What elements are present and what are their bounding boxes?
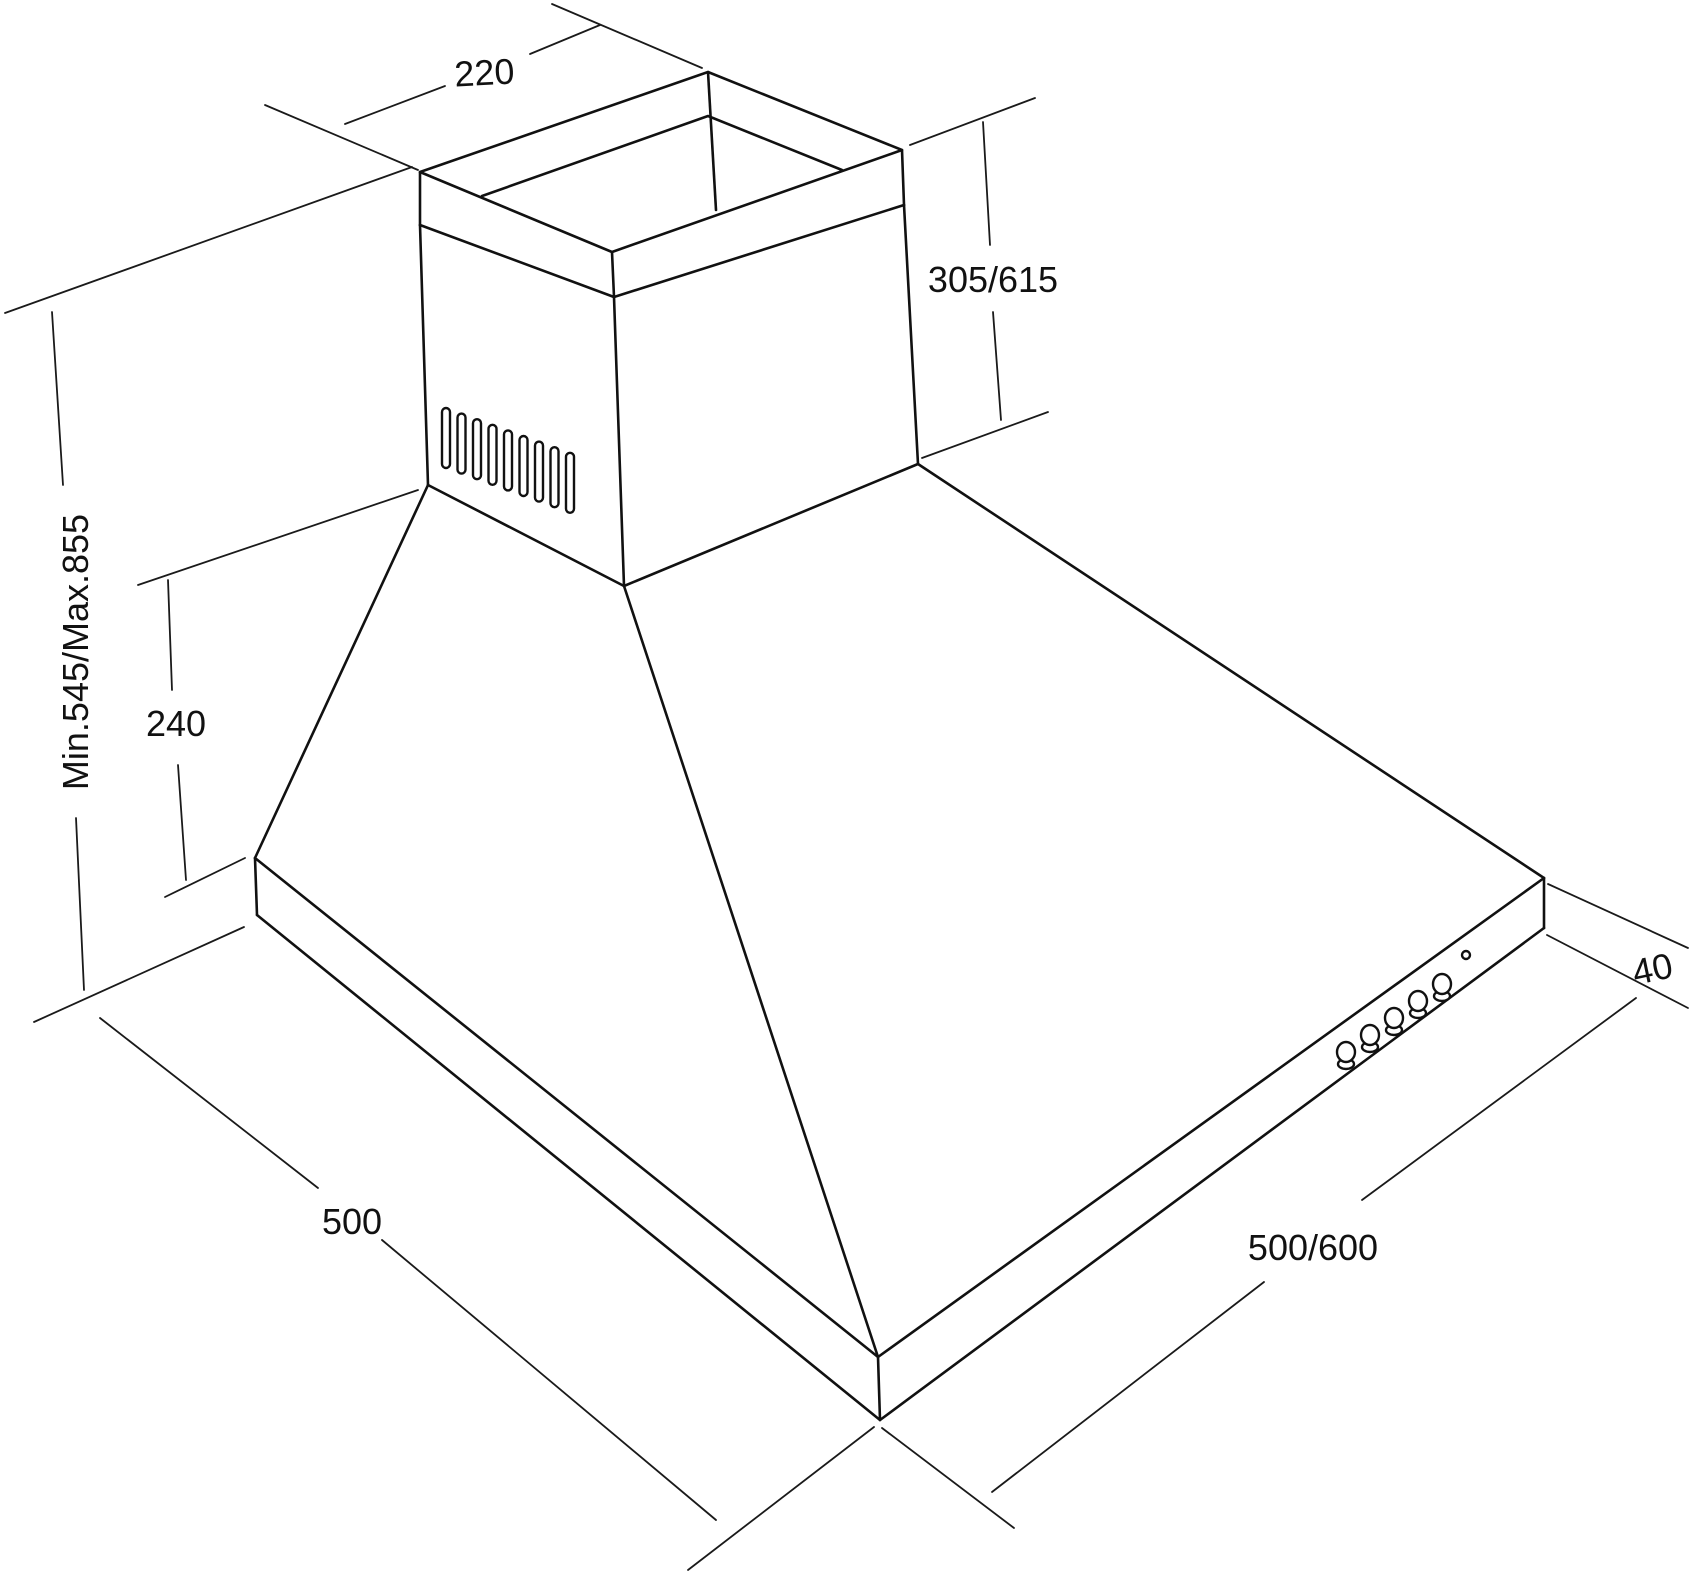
collar-right-vertical <box>900 148 906 207</box>
indicator-light-icon <box>1460 949 1472 961</box>
label-total-height: Min.545/Max.855 <box>55 514 96 790</box>
range-hood-outline <box>253 70 1546 1422</box>
base-left-bottom <box>255 913 882 1422</box>
chimney-left-edge <box>418 223 430 487</box>
dim-500-extension-front <box>687 1426 875 1571</box>
dimension-labels: 220 305/615 Min.545/Max.855 240 500 500/… <box>55 50 1676 1268</box>
vent-slot <box>471 418 483 481</box>
label-chimney-depth: 220 <box>453 50 515 94</box>
base-right-top <box>876 876 1546 1359</box>
dim-220-line-right <box>529 24 601 55</box>
chimney-bottom-edge <box>426 462 920 588</box>
dim-305-extension-bottom <box>921 411 1049 459</box>
dimension-lines <box>4 3 1689 1571</box>
vent-slot <box>502 429 514 492</box>
dim-240-line-lower <box>177 764 187 881</box>
base-right-bottom <box>878 926 1546 1422</box>
dim-240-extension-bottom <box>164 857 246 898</box>
collar-bottom-edge <box>418 203 906 299</box>
chimney-front-edge <box>612 295 626 588</box>
base-left-corner <box>253 856 259 917</box>
control-knob-icon[interactable] <box>1431 972 1453 1003</box>
dim-total-extension-bottom <box>33 926 245 1023</box>
vent-slots <box>440 406 576 514</box>
vent-slot <box>440 406 452 470</box>
chimney-top-face <box>418 70 904 254</box>
label-chimney-height: 305/615 <box>928 259 1058 300</box>
collar-front-vertical <box>610 250 616 299</box>
dim-500-line-upper <box>99 1017 319 1189</box>
control-knob-icon[interactable] <box>1359 1023 1381 1054</box>
dim-220-extension-right <box>551 3 703 69</box>
base-front-corner <box>876 1355 882 1422</box>
dim-total-line-lower <box>75 817 85 991</box>
vent-slot <box>518 434 529 498</box>
control-knob-icon[interactable] <box>1383 1006 1405 1037</box>
dim-width-line-right <box>1361 997 1637 1201</box>
vent-slot <box>564 451 576 514</box>
dim-305-line-lower <box>992 311 1002 421</box>
control-knob-icon[interactable] <box>1335 1040 1357 1071</box>
label-base-thickness: 40 <box>1629 945 1677 993</box>
dim-500-line-lower <box>381 1239 717 1521</box>
dim-240-line-upper <box>167 579 173 691</box>
dim-305-extension-top <box>909 97 1036 146</box>
vent-slot <box>549 446 560 509</box>
dim-width-extension-right <box>1546 934 1689 1009</box>
dim-40-extension-top <box>1547 883 1689 949</box>
dim-total-extension-top <box>4 166 413 314</box>
canopy-right-edge <box>916 462 1546 880</box>
canopy-left-edge <box>253 483 430 860</box>
base-left-top <box>253 856 880 1359</box>
chimney-inner-corner <box>706 70 718 212</box>
chimney-right-edge <box>902 203 920 466</box>
label-hood-width: 500/600 <box>1248 1227 1378 1268</box>
dim-width-extension-front <box>881 1427 1015 1529</box>
vent-slot <box>456 412 467 475</box>
chimney-opening-inner <box>480 114 844 198</box>
dim-240-extension-top <box>137 489 419 586</box>
dim-total-line-upper <box>51 311 64 486</box>
dim-305-line-upper <box>982 121 991 246</box>
label-canopy-height: 240 <box>146 703 206 744</box>
vent-slot <box>533 440 545 503</box>
label-hood-depth: 500 <box>322 1201 382 1242</box>
dim-width-line-left <box>991 1281 1265 1493</box>
control-panel <box>1335 949 1472 1071</box>
dim-220-line-left <box>344 85 446 125</box>
canopy-front-edge <box>622 584 880 1359</box>
vent-slot <box>487 423 498 486</box>
control-knob-icon[interactable] <box>1407 989 1429 1020</box>
dim-220-extension-left <box>264 104 419 171</box>
